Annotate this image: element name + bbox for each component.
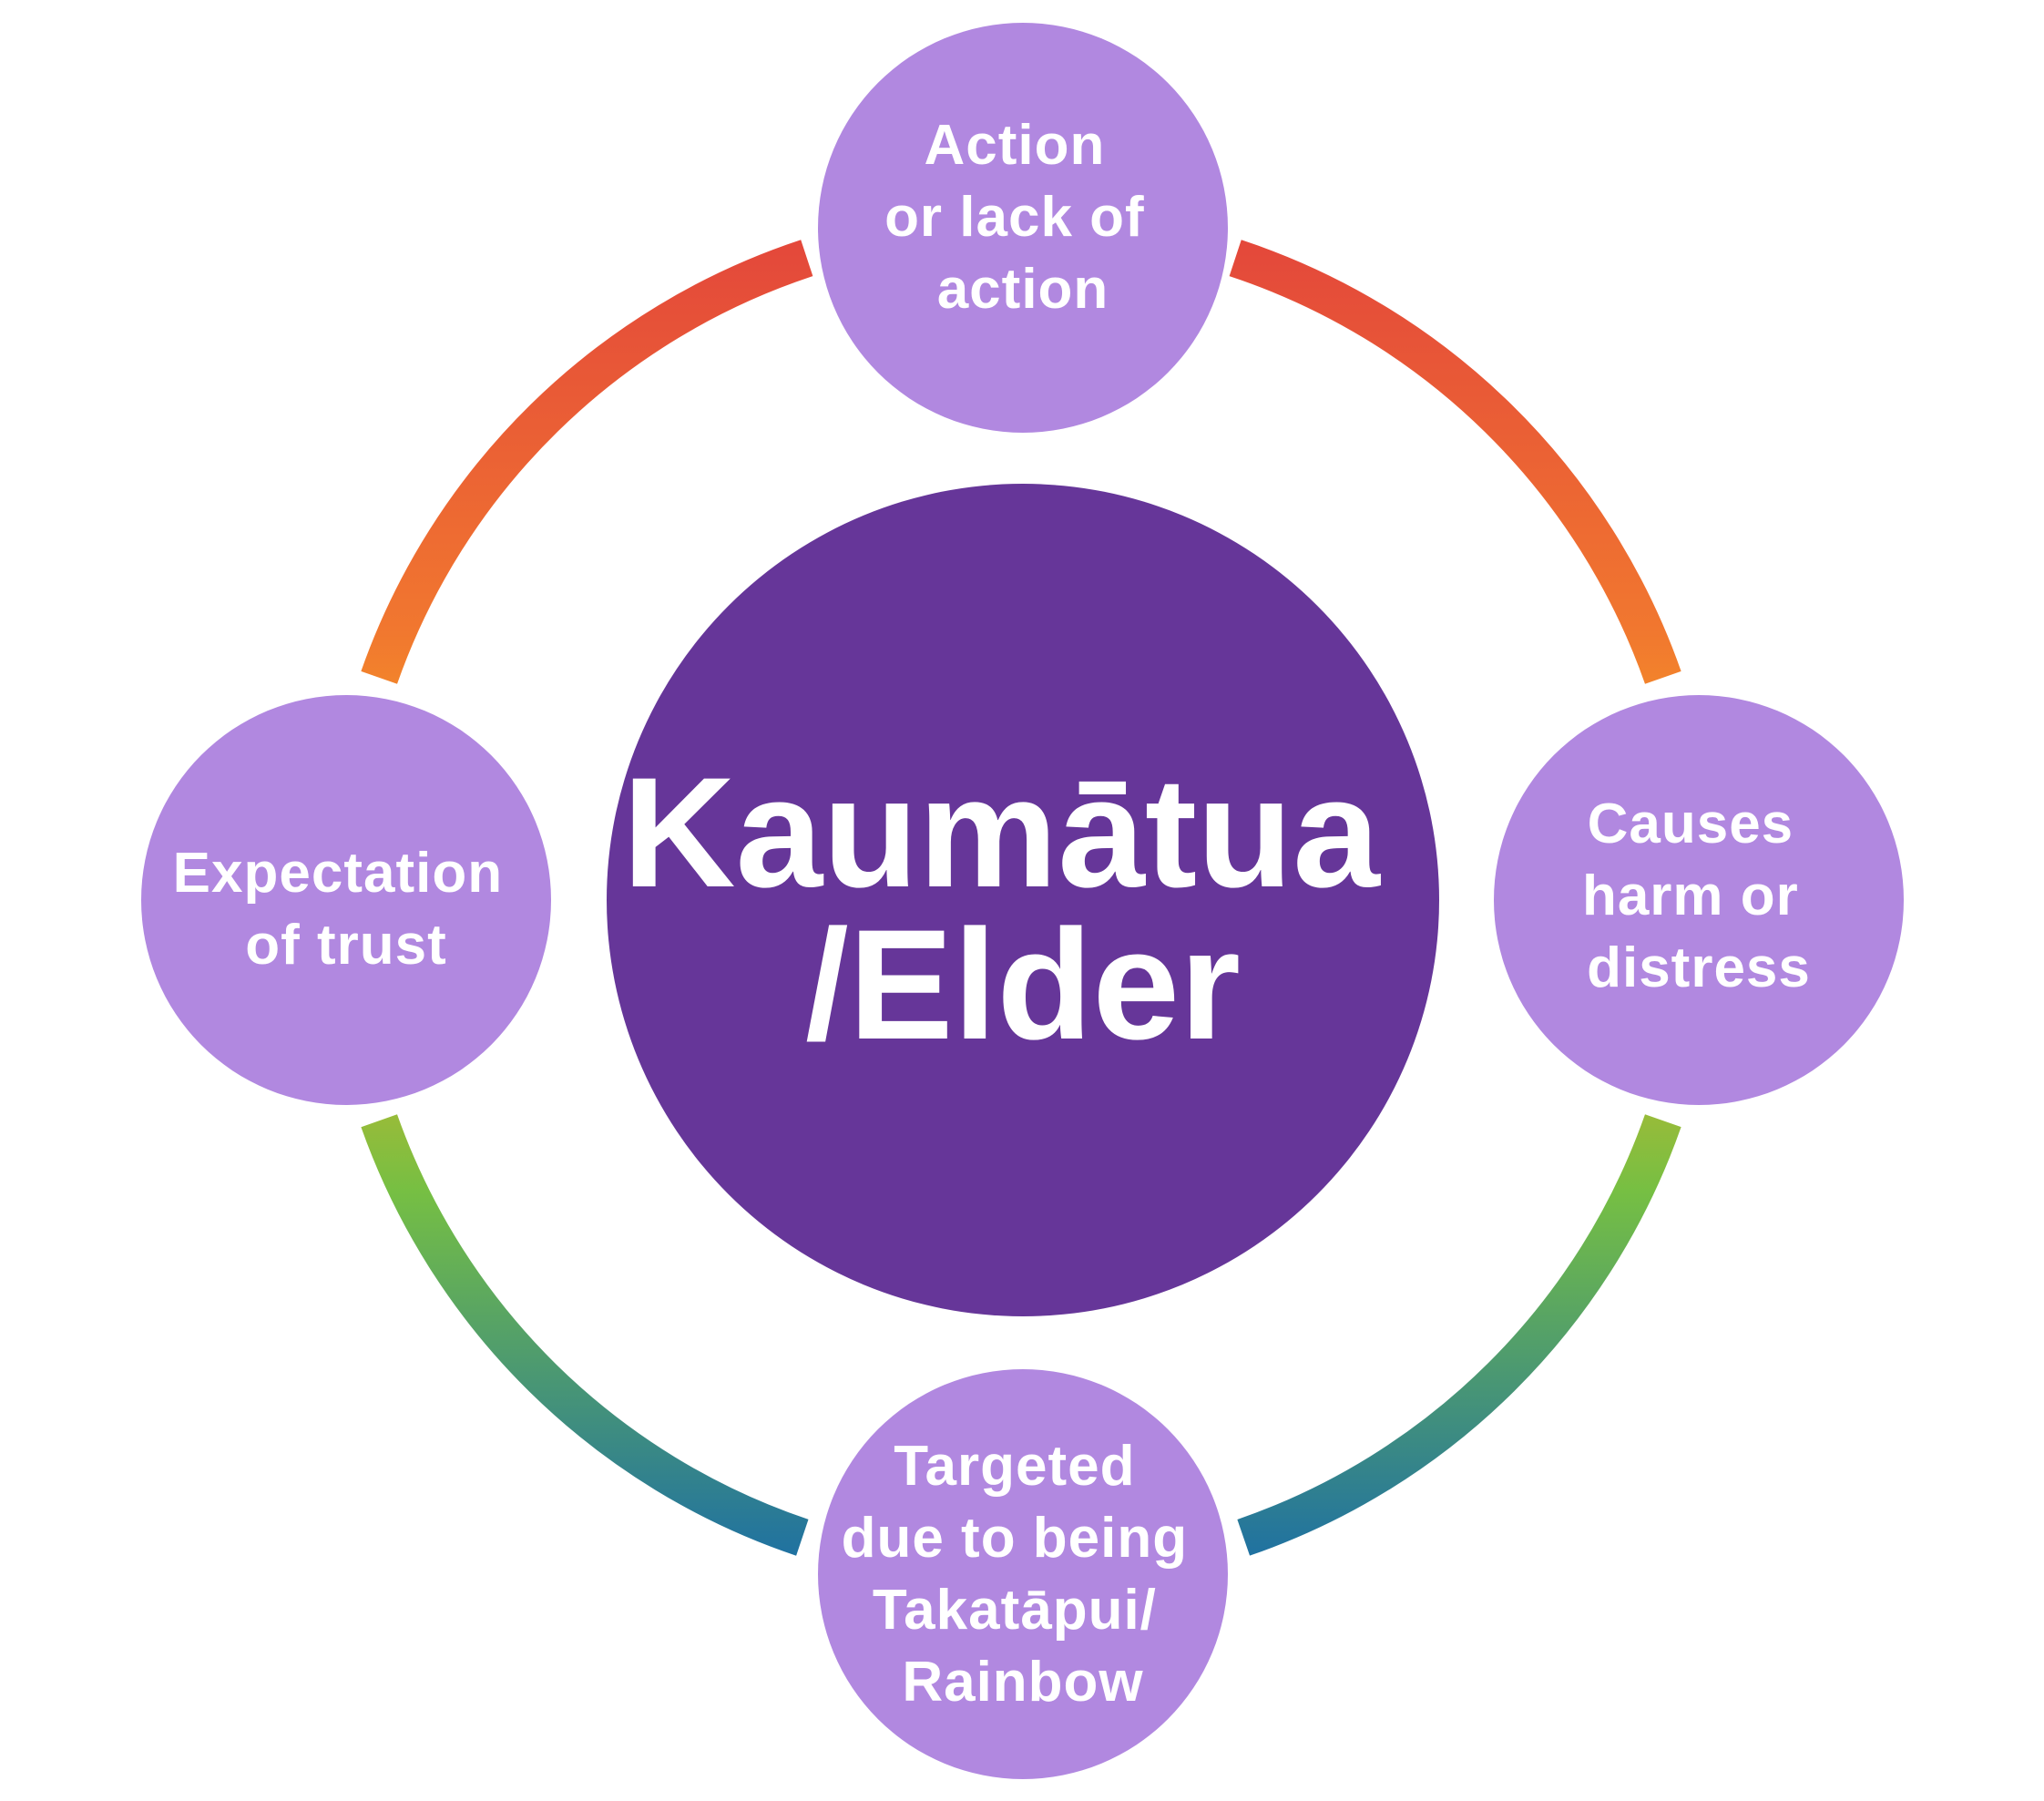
- node-label-line: of trust: [245, 914, 447, 977]
- ring-arc-top-right: [1229, 240, 1681, 684]
- outer-ring: [361, 240, 1681, 1556]
- ring-arc-bottom-left: [361, 1114, 809, 1556]
- node-label-line: Takatāpui/: [873, 1579, 1157, 1642]
- node-label-line: Causes: [1588, 793, 1794, 855]
- node-circle: [818, 1369, 1228, 1779]
- node-bottom: Targeted due to being Takatāpui/ Rainbow: [818, 1369, 1228, 1779]
- node-label-line: Action: [924, 114, 1105, 177]
- node-label: Targeted due to being Takatāpui/ Rainbow: [842, 1435, 1205, 1714]
- node-label-line: Targeted: [894, 1435, 1135, 1498]
- node-label-line: distress: [1587, 936, 1811, 999]
- center-label-line: Kaumātua: [622, 745, 1381, 920]
- center-node: Kaumātua /Elder: [607, 484, 1439, 1316]
- node-label-line: action: [937, 258, 1109, 321]
- node-label: Causes harm or distress: [1582, 793, 1815, 999]
- node-circle: [141, 695, 551, 1105]
- ring-arc-top-left: [361, 240, 813, 684]
- ring-arc-bottom-right: [1237, 1114, 1681, 1556]
- node-circle: [818, 23, 1228, 433]
- center-label-line: /Elder: [805, 897, 1241, 1072]
- node-label: Expectation of trust: [173, 842, 520, 977]
- node-label-line: Expectation: [173, 842, 503, 905]
- node-label-line: or lack of: [884, 186, 1145, 249]
- node-left: Expectation of trust: [141, 695, 551, 1105]
- node-circle: [1494, 695, 1904, 1105]
- node-top: Action or lack of action: [818, 23, 1228, 433]
- node-label-line: Rainbow: [902, 1651, 1143, 1714]
- center-circle: [607, 484, 1439, 1316]
- node-label-line: due to being: [842, 1507, 1189, 1570]
- node-label-line: harm or: [1582, 865, 1799, 927]
- node-right: Causes harm or distress: [1494, 695, 1904, 1105]
- center-label: Kaumātua /Elder: [622, 745, 1423, 1072]
- node-label: Action or lack of action: [884, 114, 1161, 321]
